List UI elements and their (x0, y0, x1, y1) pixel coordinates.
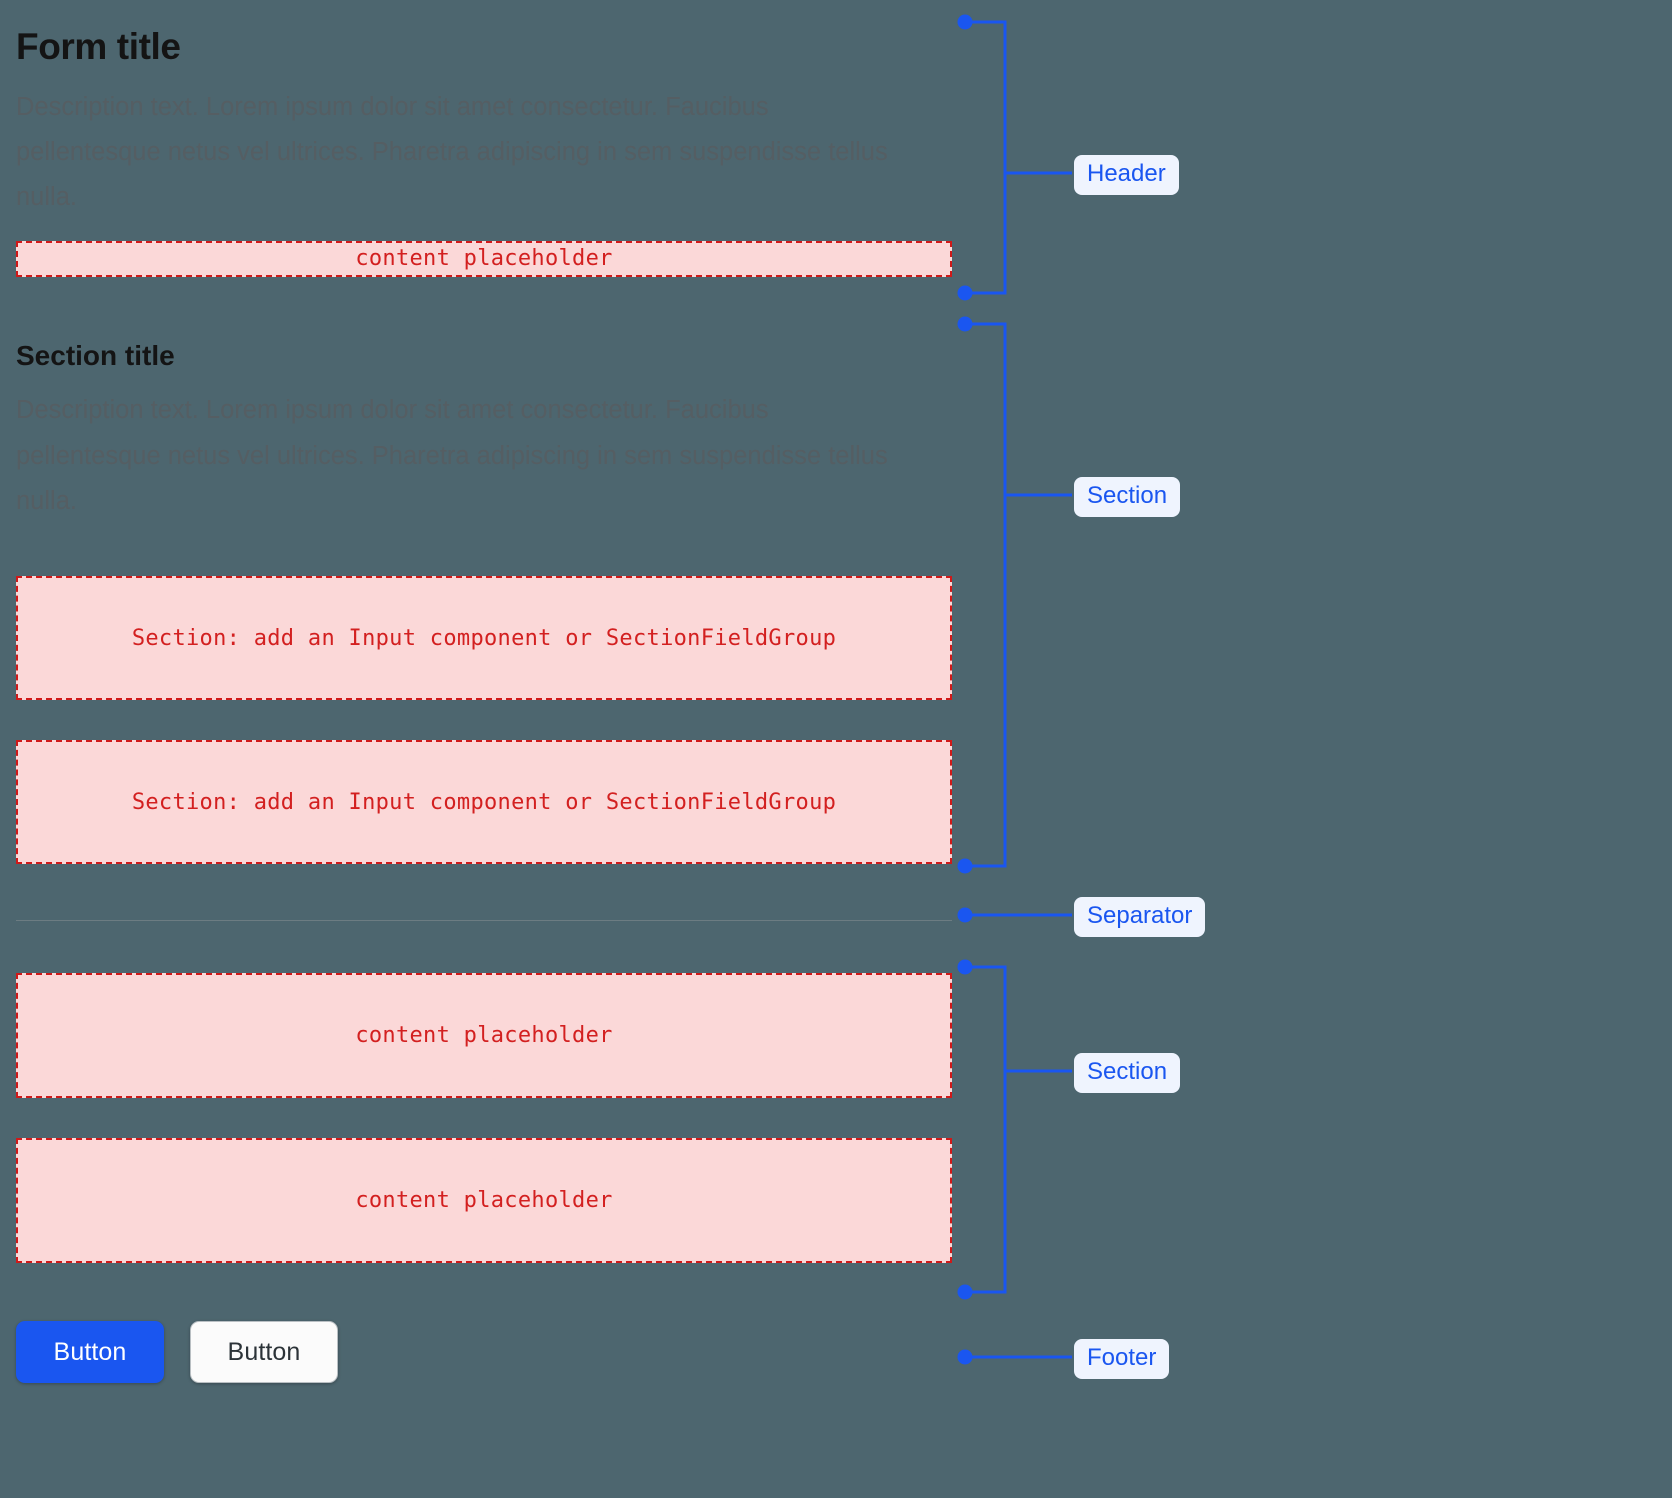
header-bracket (965, 20, 1007, 295)
annotation-label-section-two[interactable]: Section (1074, 1053, 1181, 1094)
section-content-placeholder: content placeholder (16, 973, 952, 1099)
section-content-placeholder: content placeholder (16, 1138, 952, 1264)
placeholder-label: content placeholder (355, 1188, 613, 1214)
anchor-dot (957, 1284, 973, 1300)
section-description: Description text. Lorem ipsum dolor sit … (16, 396, 888, 516)
form-header-block: Form title Description text. Lorem ipsum… (16, 0, 952, 277)
section-title: Section title (16, 339, 175, 371)
anchor-dot (957, 1349, 973, 1365)
secondary-button[interactable]: Button (190, 1321, 338, 1384)
annotation-label-section-one[interactable]: Section (1074, 477, 1181, 518)
section-one-bracket (965, 322, 1007, 868)
section-field-placeholder: Section: add an Input component or Secti… (16, 740, 952, 865)
section-two-block: content placeholder content placeholder (16, 973, 952, 1264)
placeholder-label: content placeholder (355, 246, 613, 272)
anchor-dot (957, 14, 973, 30)
separator (16, 920, 952, 922)
form-preview: Form title Description text. Lorem ipsum… (16, 0, 952, 1384)
page-title: Form title (16, 26, 181, 67)
annotation-label-separator[interactable]: Separator (1074, 897, 1206, 938)
section-field-placeholder: Section: add an Input component or Secti… (16, 576, 952, 701)
annotation-label-header[interactable]: Header (1074, 155, 1179, 196)
primary-button[interactable]: Button (16, 1321, 164, 1384)
anchor-dot (957, 285, 973, 301)
placeholder-label: content placeholder (355, 1023, 613, 1049)
section-one-block: Section title Description text. Lorem ip… (16, 339, 952, 865)
annotation-anchor-dots (957, 14, 973, 1365)
header-description: Description text. Lorem ipsum dolor sit … (16, 92, 888, 212)
section-two-bracket (965, 965, 1007, 1294)
anchor-dot (957, 316, 973, 332)
form-footer: Button Button (16, 1321, 952, 1384)
header-content-placeholder: content placeholder (16, 240, 952, 277)
annotation-label-footer[interactable]: Footer (1074, 1339, 1170, 1380)
anchor-dot (957, 858, 973, 874)
anchor-dot (957, 907, 973, 923)
placeholder-label: Section: add an Input component or Secti… (131, 789, 837, 815)
placeholder-label: Section: add an Input component or Secti… (131, 625, 837, 651)
anchor-dot (957, 959, 973, 975)
